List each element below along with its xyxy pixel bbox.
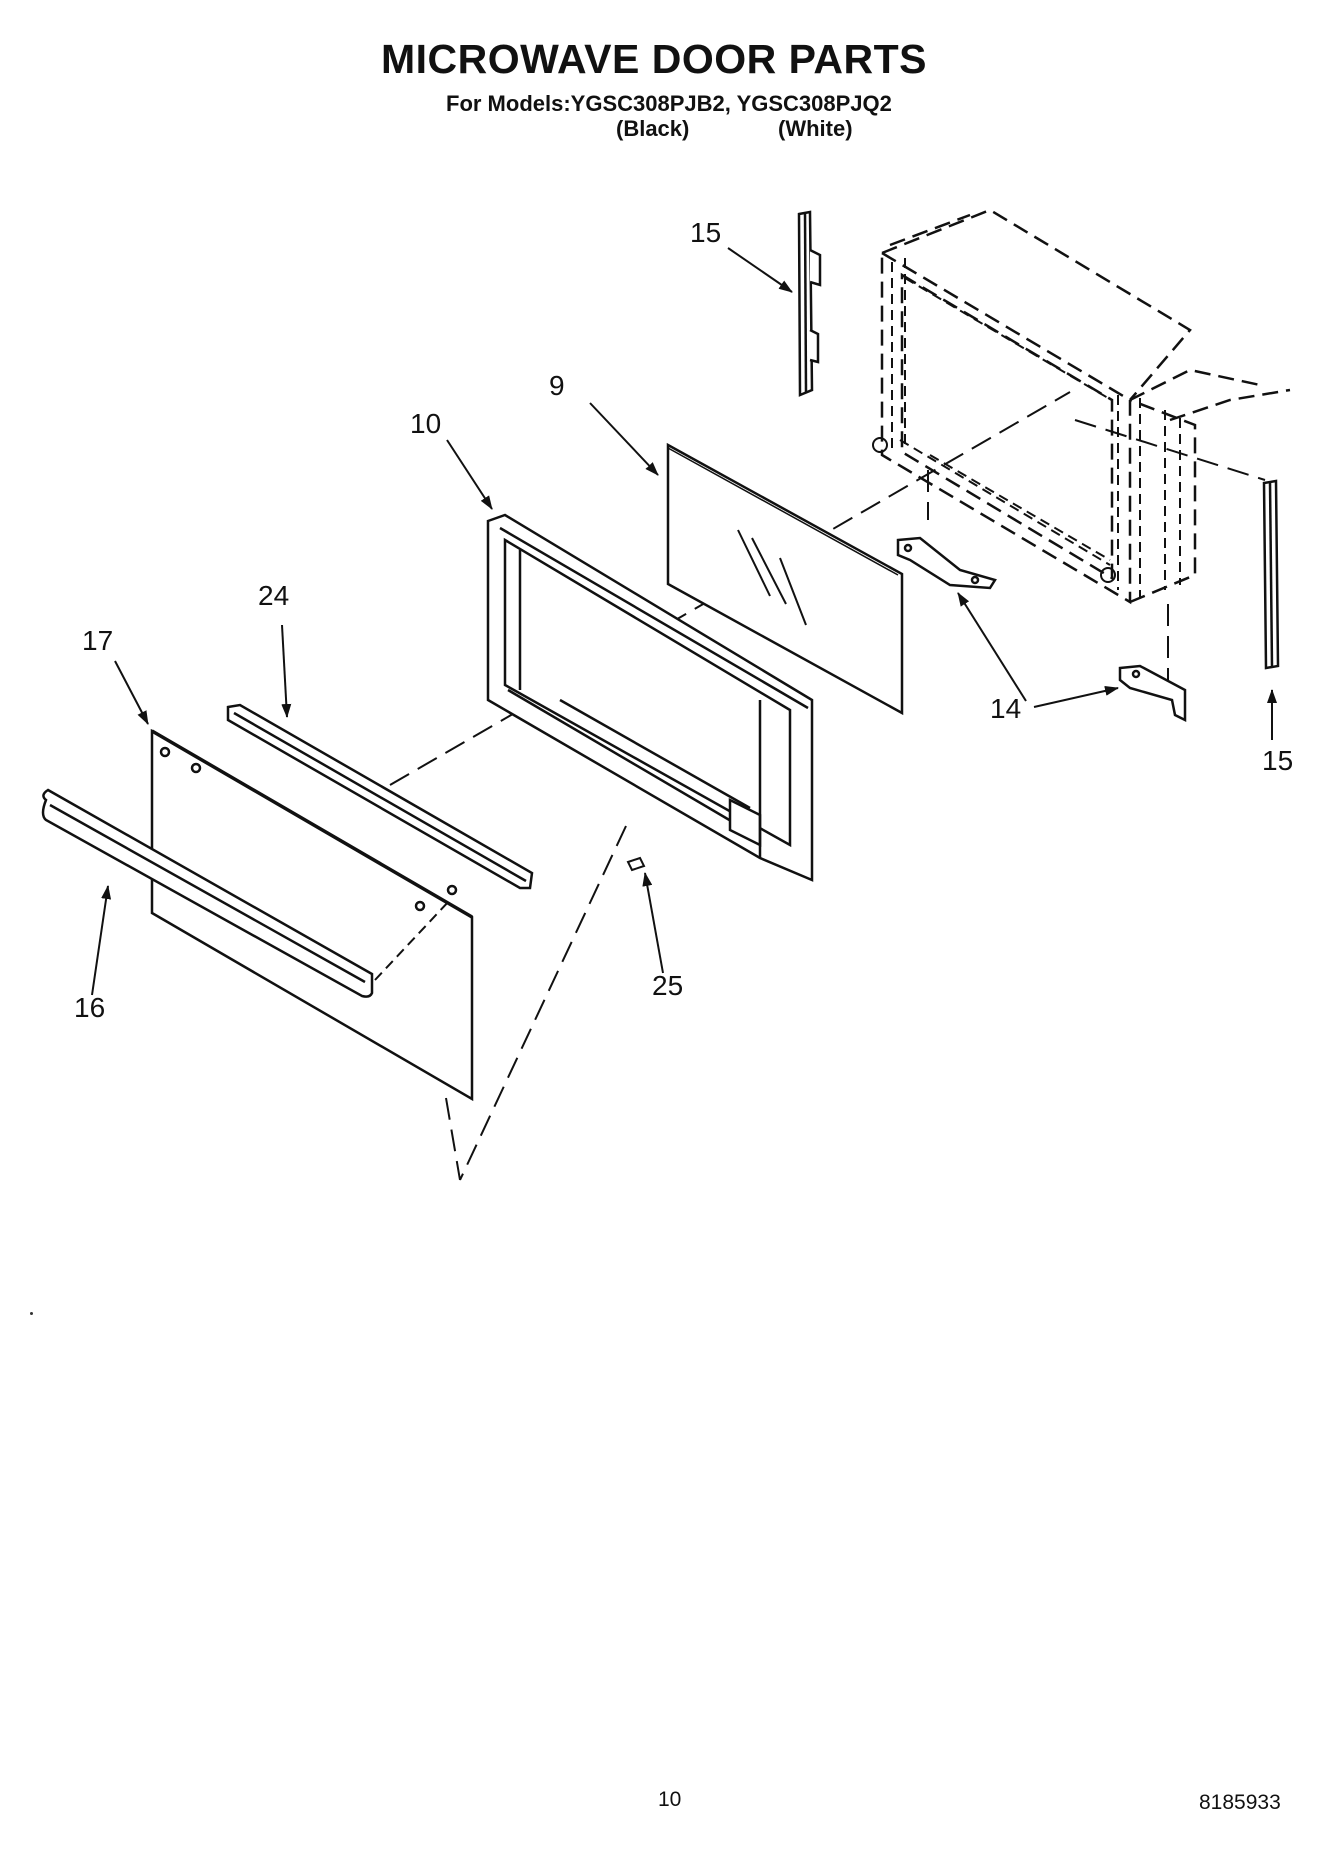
cabinet-hinge-point (872, 437, 888, 453)
part-15-seal-strip-top (797, 210, 822, 397)
cabinet-hinge-point (1100, 567, 1116, 583)
part-14-hinge-bracket-lower (1118, 664, 1187, 723)
models-line: For Models:YGSC308PJB2, YGSC308PJQ2 (446, 91, 892, 116)
callout-9: 9 (549, 370, 565, 401)
part-16-door-handle (41, 788, 374, 998)
variant-white-label: (White) (778, 116, 853, 141)
part-24-trim-strip (226, 703, 534, 890)
callout-15-top: 15 (690, 217, 721, 248)
callout-10: 10 (410, 408, 441, 439)
callout-14: 14 (990, 693, 1021, 724)
part-10-door-frame (486, 513, 814, 882)
callout-24: 24 (258, 580, 289, 611)
leader-arrows (91, 247, 1277, 996)
oven-cabinet-outline (880, 208, 1291, 605)
part-14-hinge-bracket-upper (896, 536, 997, 590)
part-25-clip (626, 856, 646, 872)
part-17-outer-door-panel (150, 728, 474, 1102)
callout-15-right: 15 (1262, 745, 1293, 776)
part-9-window-glass (666, 442, 904, 716)
callout-25: 25 (652, 970, 683, 1001)
document-number: 8185933 (1199, 1791, 1281, 1814)
handle-screw-guide (374, 899, 451, 981)
variant-black-label: (Black) (616, 116, 690, 141)
page-number: 10 (658, 1788, 682, 1811)
page-title: MICROWAVE DOOR PARTS (380, 36, 928, 82)
callout-17: 17 (82, 625, 113, 656)
alignment-lines (389, 391, 1266, 1181)
part-15-seal-strip-right (1262, 479, 1280, 670)
oven-cabinet-hatching (891, 258, 1181, 598)
callout-16: 16 (74, 992, 105, 1023)
stray-mark (30, 1312, 33, 1315)
